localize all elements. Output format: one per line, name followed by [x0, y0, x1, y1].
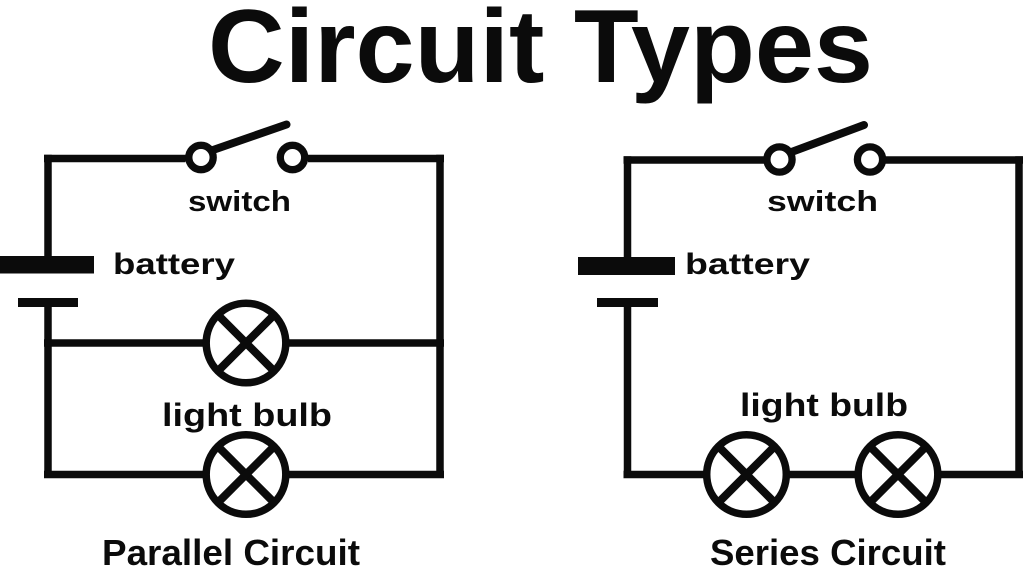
series-circuit: switch battery light bulb Series Circuit: [578, 121, 1023, 568]
switch-label: switch: [188, 186, 291, 218]
battery-icon: [578, 257, 675, 307]
light-bulb-icon: [202, 299, 290, 387]
switch-contact-left-icon: [763, 143, 796, 176]
switch-contact-left-icon: [185, 141, 217, 174]
light-bulb-icon: [202, 430, 290, 519]
series-circuit-caption: Series Circuit: [710, 532, 946, 568]
bulb-cross-line: [867, 444, 929, 505]
switch-label: switch: [767, 186, 878, 218]
switch-lever-icon: [787, 121, 868, 156]
light-bulb-label: light bulb: [162, 397, 332, 433]
battery-short-plate: [597, 298, 658, 307]
switch-contact-right-icon: [853, 143, 887, 176]
bulb-cross-line: [215, 312, 277, 374]
bulb-cross-line: [716, 444, 777, 505]
switch-lever-icon: [209, 120, 291, 154]
light-bulb-label: light bulb: [740, 387, 908, 423]
battery-short-plate: [18, 298, 78, 307]
switch-icon: [763, 121, 887, 176]
light-bulb-icon: [702, 430, 791, 519]
battery-label: battery: [113, 248, 235, 281]
battery-long-plate: [0, 256, 94, 274]
battery-icon: [0, 256, 94, 307]
light-bulb-icon: [854, 430, 942, 519]
switch-icon: [185, 120, 309, 174]
battery-label: battery: [685, 248, 810, 281]
battery-long-plate: [578, 257, 675, 275]
switch-contact-right-icon: [276, 141, 309, 174]
parallel-circuit: switch battery light bulb Parallel Circu…: [0, 120, 444, 568]
parallel-circuit-caption: Parallel Circuit: [102, 532, 360, 568]
page-title: Circuit Types: [208, 0, 873, 105]
bulb-cross-line: [215, 444, 277, 505]
